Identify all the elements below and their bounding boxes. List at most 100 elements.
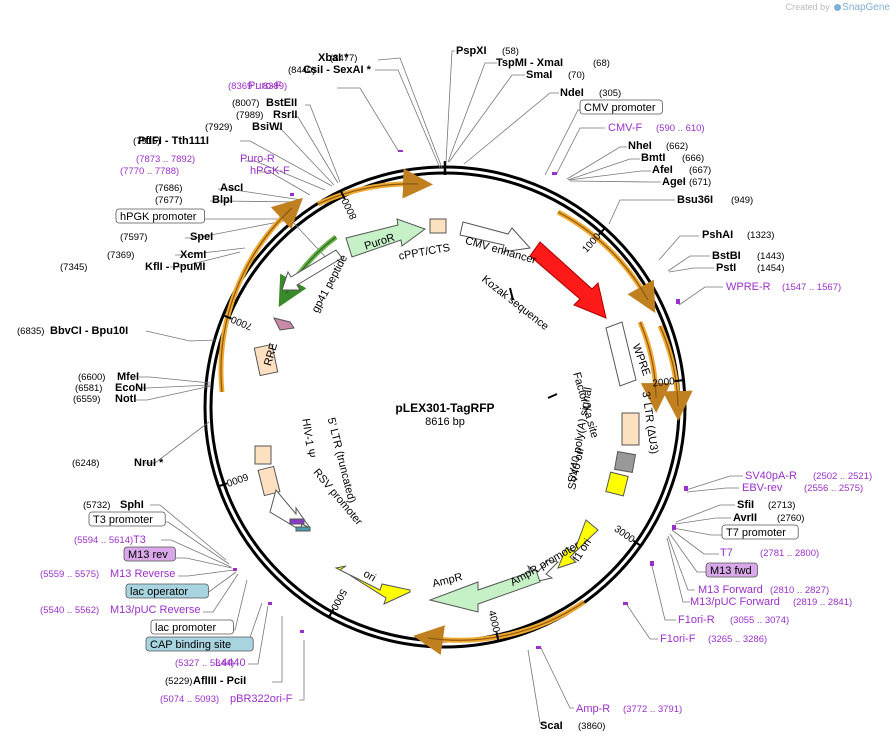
wpre-feature: [605, 321, 637, 387]
site-position: (6600): [78, 372, 105, 383]
site-position: (2556 .. 2575): [804, 483, 863, 494]
site-position: (5732): [83, 500, 110, 511]
site-label: NruI * (6248): [72, 457, 164, 469]
label-box: [88, 511, 166, 527]
site-position: (7345): [60, 262, 87, 273]
site-label: CMV promoter: [579, 99, 663, 115]
tick-mark: [221, 313, 232, 320]
site-label: AgeI(671): [662, 176, 711, 188]
site-label: BstEII(8007): [232, 97, 297, 109]
plasmid-title: pLEX301-TagRFP 8616 bp: [395, 401, 494, 428]
site-position: (58): [502, 46, 519, 57]
site-label: PstI(1454): [716, 262, 784, 274]
site-name: MfeI: [117, 371, 139, 383]
site-label: SV40pA-R(2502 .. 2521): [745, 470, 872, 482]
site-label: T7(2781 .. 2800): [720, 547, 819, 559]
sv40pa-feature: [613, 450, 637, 474]
site-name: BbvCI - Bpu10I: [50, 325, 128, 337]
site-label: L4440(5327 .. 5344): [175, 657, 246, 669]
site-label: F1ori-F(3265 .. 3286): [660, 633, 767, 645]
site-position: (2810 .. 2827): [770, 585, 829, 596]
site-label: T3(5594 .. 5614): [74, 534, 146, 546]
credit-brand: SnapGene: [842, 2, 890, 13]
site-position: (7677): [155, 195, 182, 206]
rre-small-feature: [273, 317, 295, 331]
site-name: lac operator: [130, 586, 188, 598]
site-name: BstEII: [266, 97, 297, 109]
site-label: BlpI (7677): [155, 194, 233, 206]
tick-label: 6000: [224, 470, 249, 488]
site-label: PshAI(1323): [702, 229, 774, 241]
site-label: NheI(662): [628, 140, 688, 152]
site-name: SfiI: [737, 499, 754, 511]
puror-feature: [345, 218, 427, 258]
site-name: PspXI: [456, 45, 487, 57]
label-box: [123, 546, 176, 562]
site-label: SphI(5732): [83, 499, 144, 511]
site-name: AvrII: [733, 512, 757, 524]
tagrfp-feature: [529, 241, 607, 319]
site-position: (5594 .. 5614): [74, 535, 133, 546]
site-name: M13 rev: [128, 549, 168, 561]
site-name: CAP binding site: [150, 639, 231, 651]
site-label: PflFI - Tth111I(7915): [133, 135, 209, 147]
label-box: [150, 619, 234, 635]
site-name: T7 promoter: [726, 527, 786, 539]
site-label: lac promoter: [150, 619, 234, 635]
site-name: BmtI: [641, 152, 665, 164]
site-label: BsiWI(7929): [205, 121, 283, 133]
site-name: hPGK promoter: [120, 211, 197, 223]
site-position: (666): [682, 153, 704, 164]
tick-label: 7000: [229, 313, 254, 332]
site-position: (5074 .. 5093): [160, 694, 219, 705]
ltr3-feature: [621, 412, 640, 446]
site-name: lac promoter: [155, 622, 216, 634]
site-name: SpeI: [190, 231, 213, 243]
leader-lines: [136, 50, 743, 724]
site-name: SmaI: [526, 69, 552, 81]
site-label: Bsu36I(949): [677, 194, 753, 206]
site-position: (7369): [107, 250, 134, 261]
site-name: BstBI: [712, 250, 741, 262]
site-position: (7989): [236, 110, 263, 121]
site-name: BlpI: [212, 194, 233, 206]
ampr-feature: [428, 569, 541, 613]
plasmid-size: 8616 bp: [425, 416, 465, 428]
feature-label-hiv-psi: HIV-1 Ψ: [299, 418, 316, 459]
site-name: XbaI *: [318, 52, 349, 64]
site-label: MfeI (6600): [78, 371, 139, 383]
site-name: CMV promoter: [584, 102, 656, 114]
site-label: PspXI (58): [456, 45, 519, 57]
tick-label: 8000: [340, 196, 360, 221]
site-position: (5559 .. 5575): [40, 569, 99, 580]
site-label: hPGK-F(7770 .. 7788): [120, 165, 290, 177]
label-box: [115, 208, 205, 224]
site-position: (8369 .. 8389): [228, 81, 287, 92]
site-position: (7929): [205, 122, 232, 133]
tick-mark: [674, 378, 685, 383]
site-name: M13/pUC Reverse: [110, 604, 200, 616]
site-label: XbaI *(8477): [318, 52, 357, 64]
tick-mark: [598, 226, 607, 236]
site-label: T3 promoter: [88, 511, 166, 527]
site-position: (671): [689, 177, 711, 188]
site-position: (6248): [72, 458, 99, 469]
site-name: F1ori-R: [678, 614, 715, 626]
site-name: T3 promoter: [93, 514, 153, 526]
site-label: CAP binding site: [145, 636, 254, 652]
rre-feature: [253, 343, 279, 377]
site-name: NruI *: [134, 457, 164, 469]
tick-label: 4000: [486, 610, 502, 635]
site-position: (2502 .. 2521): [813, 471, 872, 482]
site-name: T3: [133, 534, 146, 546]
site-position: (7770 .. 7788): [120, 166, 179, 177]
site-name: Amp-R: [576, 703, 610, 715]
site-name: WPRE-R: [726, 281, 771, 293]
site-position: (5229): [165, 676, 192, 687]
site-name: TspMI - XmaI: [496, 57, 563, 69]
site-label: ScaI(3860): [540, 720, 605, 732]
site-label: AflIII - PciI(5229): [165, 675, 246, 687]
site-label: SpeI(7597): [120, 231, 213, 243]
site-position: (7915): [133, 136, 160, 147]
site-name: AgeI: [662, 176, 686, 188]
